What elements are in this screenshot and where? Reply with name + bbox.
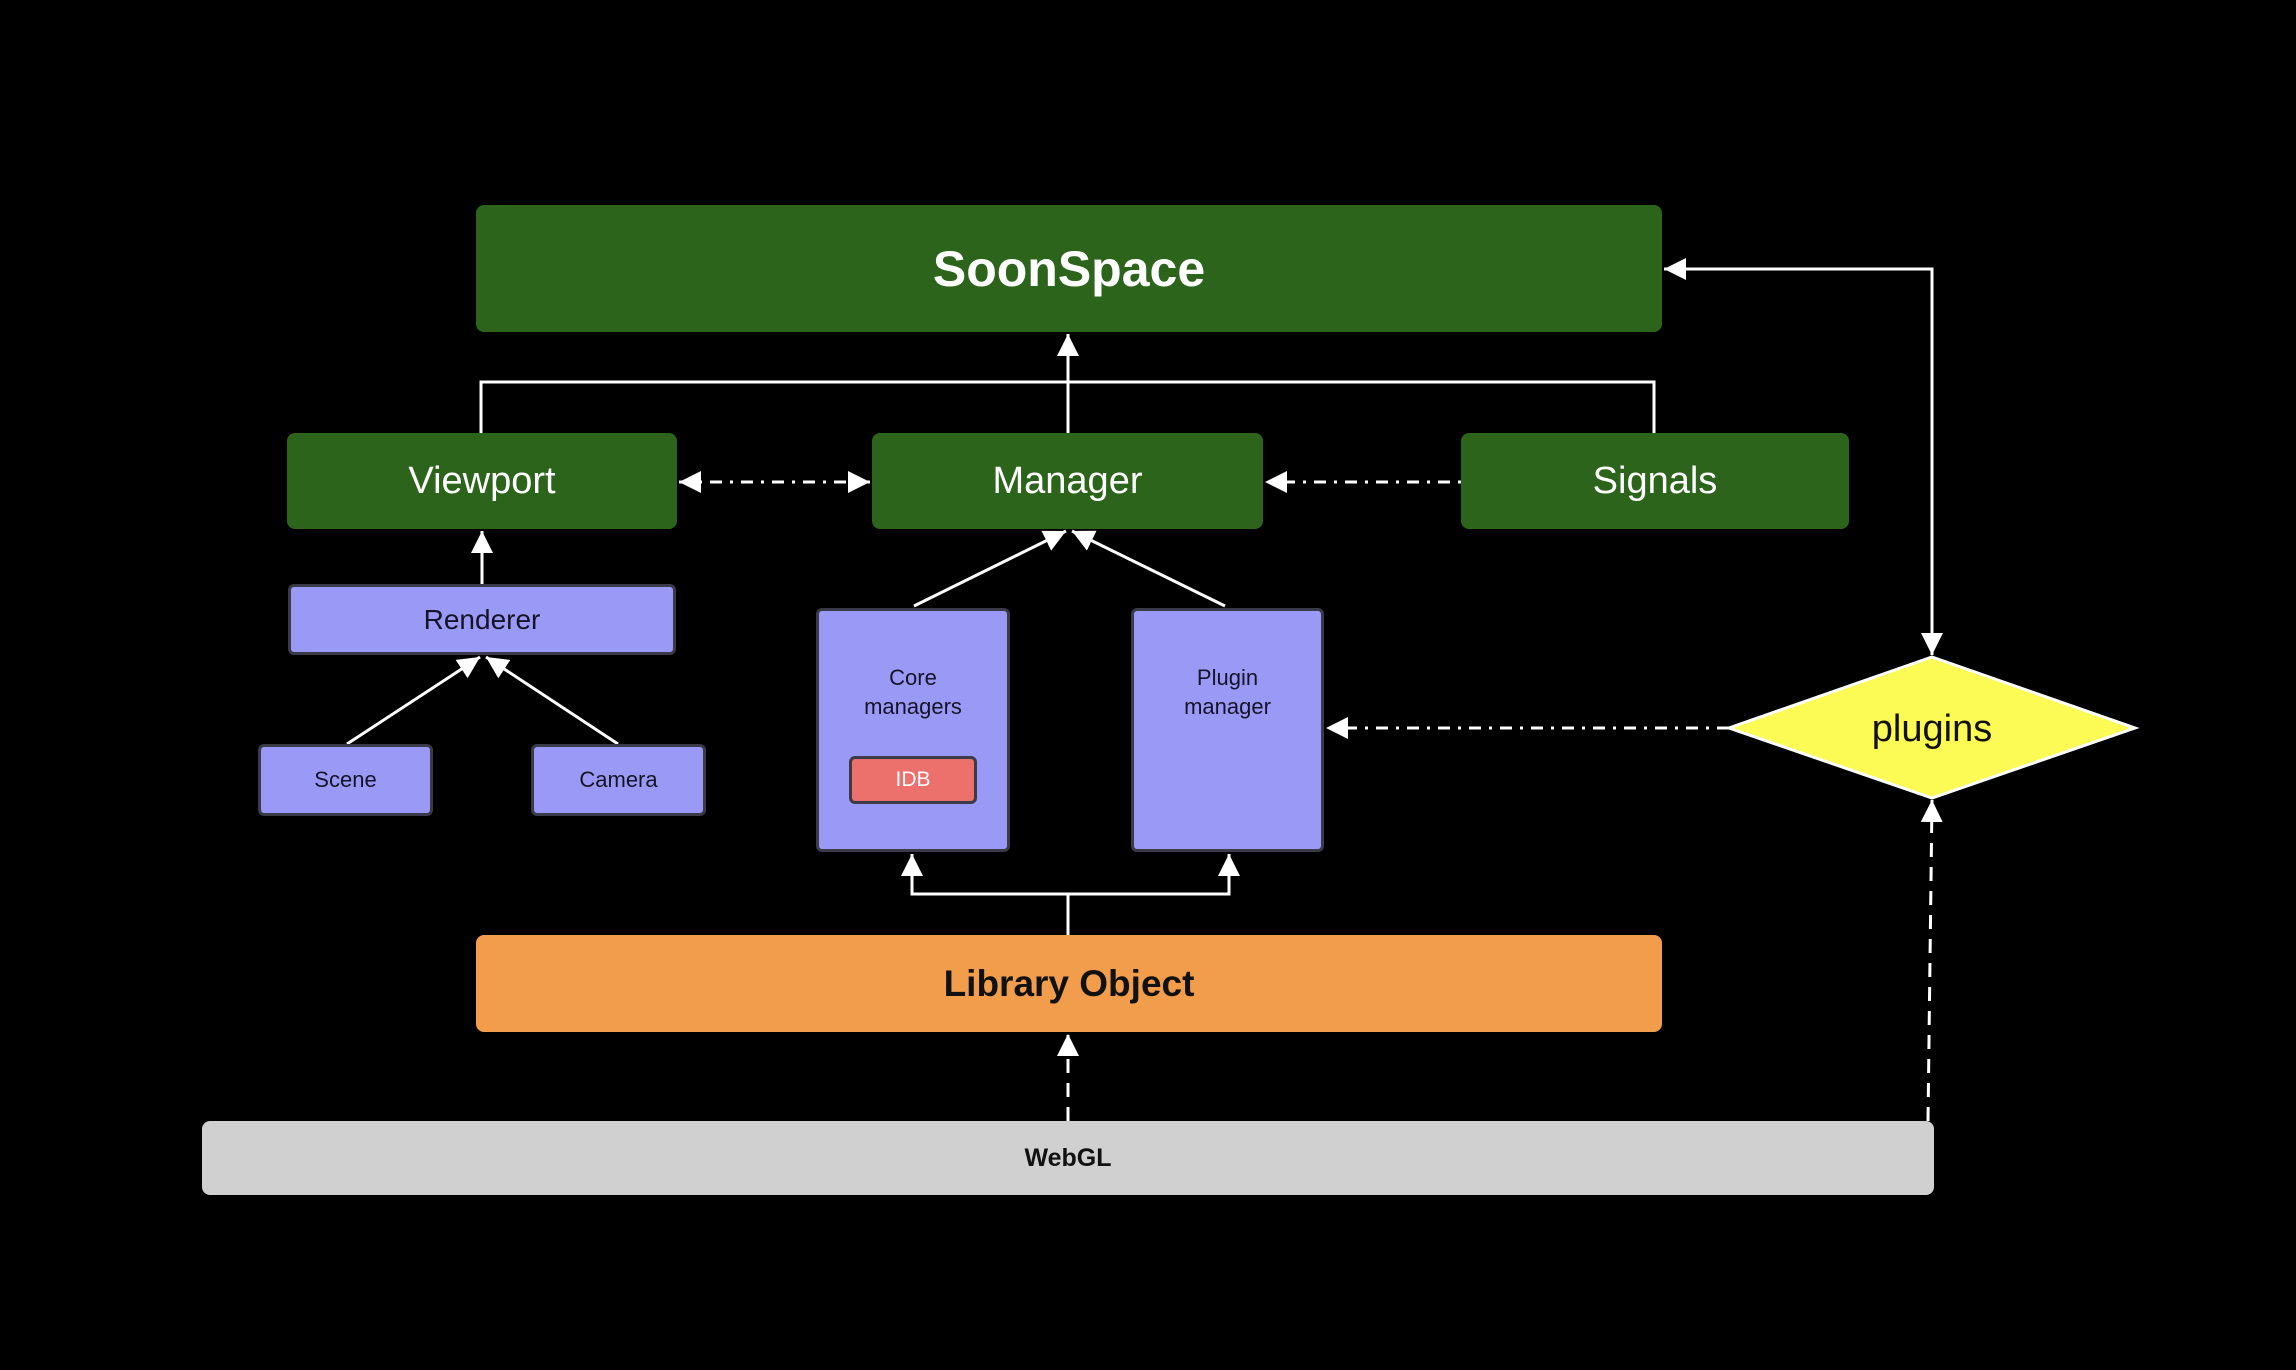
plugin-manager-box[interactable]: Plugin manager <box>1131 608 1324 852</box>
edge-webgl-plugins <box>1920 799 1943 1122</box>
manager-label: Manager <box>992 459 1143 502</box>
manager-box[interactable]: Manager <box>872 433 1263 529</box>
plugin-manager-label: Plugin manager <box>1184 665 1271 719</box>
signals-label: Signals <box>1592 459 1718 502</box>
edge-viewport-signals-bus <box>479 380 1656 433</box>
core-managers-label: Core managers <box>864 665 962 719</box>
plugins-diamond[interactable] <box>1724 655 2140 800</box>
idb-label: IDB <box>895 768 931 791</box>
edge-camera-renderer <box>485 655 619 746</box>
library-object-box[interactable]: Library Object <box>476 935 1662 1032</box>
edge-library-object-plugin-manager <box>1068 854 1240 896</box>
edge-library-object-core-managers <box>901 854 1068 896</box>
viewport-label: Viewport <box>408 459 556 502</box>
core-managers-box[interactable]: Core managers <box>816 608 1010 852</box>
camera-box[interactable]: Camera <box>531 744 706 816</box>
idb-box[interactable]: IDB <box>849 756 977 804</box>
edge-core-managers-manager <box>913 529 1067 608</box>
renderer-box[interactable]: Renderer <box>288 584 676 655</box>
webgl-box[interactable]: WebGL <box>202 1121 1934 1195</box>
renderer-label: Renderer <box>423 603 541 635</box>
signals-box[interactable]: Signals <box>1461 433 1849 529</box>
viewport-box[interactable]: Viewport <box>287 433 677 529</box>
scene-box[interactable]: Scene <box>258 744 433 816</box>
edge-plugin-manager-manager <box>1071 529 1226 608</box>
plugins-label: plugins <box>1872 708 1992 750</box>
library-object-label: Library Object <box>943 962 1195 1004</box>
webgl-label: WebGL <box>1024 1143 1112 1172</box>
camera-label: Camera <box>579 767 658 792</box>
scene-label: Scene <box>314 767 377 792</box>
soonspace-label: SoonSpace <box>932 240 1206 297</box>
edge-plugins-soonspace <box>1664 258 1943 655</box>
soonspace-box[interactable]: SoonSpace <box>476 205 1662 332</box>
edge-scene-renderer <box>346 655 481 746</box>
